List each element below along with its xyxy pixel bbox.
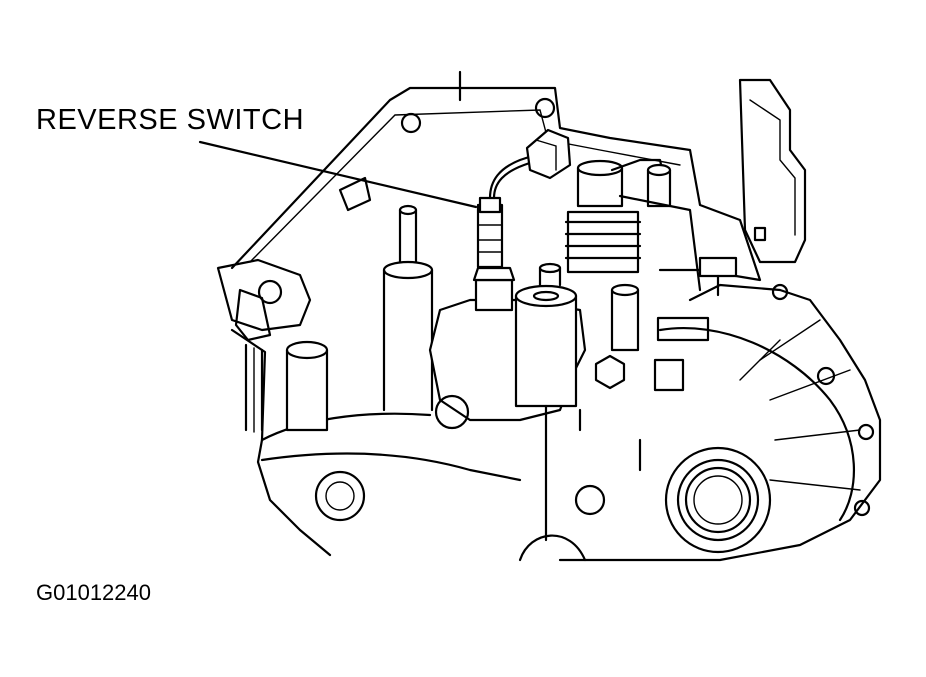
center-bolt-hole [434,394,470,430]
right-bracket [738,78,807,264]
bell-hole-3 [853,499,871,517]
coil-lever [618,194,702,292]
center-pillar-top [514,284,578,308]
lower-boss-center [574,484,606,516]
bell-rib-4 [769,479,861,491]
connector-detail [535,139,557,171]
left-boss [285,348,329,432]
bell-inner-curve [658,326,855,522]
leader-line [198,140,478,209]
output-seal-mid [684,466,752,534]
reverse-switch-cap [478,196,502,214]
stud-base [382,260,434,280]
reverse-switch-body [476,203,504,269]
upper-housing-inner [249,109,681,263]
case-lower-edge [260,452,522,482]
shift-rod-stud [698,256,738,278]
bell-rib-2 [769,369,851,401]
center-pillar-bore [532,290,560,302]
right-bolt-2 [653,358,685,392]
case-flange-left [260,412,432,442]
left-clip [234,288,272,342]
lower-boss-left-inner [325,481,355,511]
small-stud-top [538,262,562,274]
figure-id: G01012240 [36,580,151,605]
lower-boss-left [314,470,366,522]
switch-hex-nut [472,266,516,282]
reverse-switch-label: REVERSE SWITCH [36,104,305,136]
wire-connector [525,128,572,180]
lower-arch [518,534,587,562]
output-flange [664,446,772,554]
bell-rib-5 [739,339,781,381]
right-bracket-inner [749,99,796,236]
output-seal-inner [693,475,743,525]
output-seal-outer [676,458,760,542]
stud-base-body [382,268,434,412]
bell-hole-4 [771,283,789,301]
left-bracket [216,258,312,332]
bell-hole-1 [816,366,836,386]
right-bracket-slot [753,226,767,242]
housing-hole-top [400,112,422,134]
switch-wire [488,153,537,200]
housing-bracket-left [338,176,372,212]
bell-rib-1 [759,319,821,361]
coil-cap-top [576,159,624,177]
bell-rib-3 [774,429,861,441]
left-bracket-hole [257,279,283,305]
right-boss-upper-top [610,283,640,297]
center-hex-bolt [594,354,626,390]
upper-housing-plate [230,86,762,282]
housing-hole-right [534,97,556,119]
left-boss-top [285,340,329,360]
main-case-outline [230,283,882,562]
center-pillar [514,294,578,408]
small-stud [538,266,562,287]
switch-wire-2 [492,158,540,200]
switch-boss [474,278,514,312]
tall-stud-top [398,204,418,216]
bell-hole-2 [857,423,875,441]
right-boss-upper [610,288,640,352]
coil-clamp-top [646,163,672,177]
